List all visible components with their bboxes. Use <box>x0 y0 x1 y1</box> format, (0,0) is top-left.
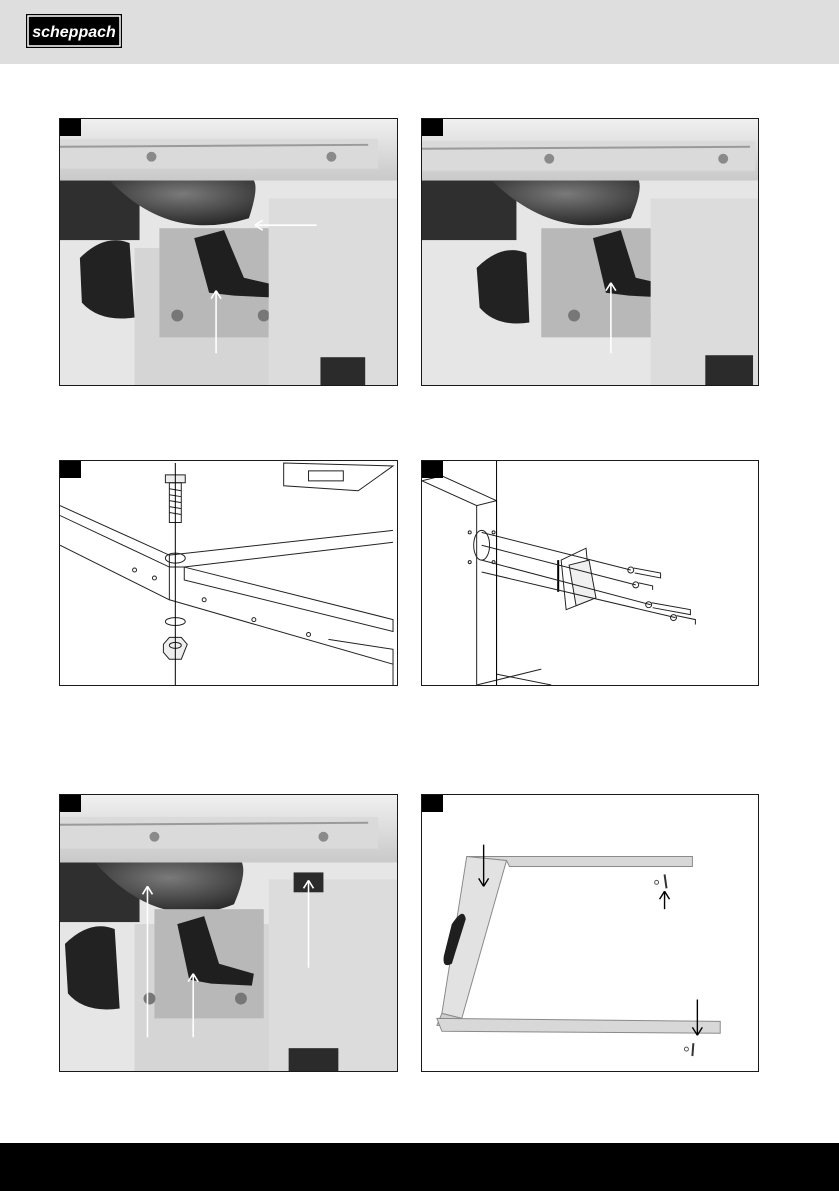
figure-5 <box>59 794 398 1072</box>
figure-2-photo <box>422 119 758 385</box>
figure-4-drawing <box>422 461 758 685</box>
figure-6 <box>421 794 759 1072</box>
scheppach-logo: scheppach <box>26 14 122 48</box>
figure-2 <box>421 118 759 386</box>
figure-number-tag <box>422 795 443 812</box>
figure-number-tag <box>422 119 443 136</box>
figure-1-photo <box>60 119 397 385</box>
page-footer <box>0 1143 839 1191</box>
figure-4 <box>421 460 759 686</box>
brand-name: scheppach <box>32 24 116 41</box>
figure-6-photo <box>422 795 758 1071</box>
figure-3-drawing <box>60 461 397 685</box>
figure-1 <box>59 118 398 386</box>
figure-5-photo <box>60 795 397 1071</box>
figure-3 <box>59 460 398 686</box>
figure-number-tag <box>422 461 443 478</box>
figure-number-tag <box>60 461 81 478</box>
figure-number-tag <box>60 795 81 812</box>
page-header: scheppach <box>0 0 839 64</box>
figure-number-tag <box>60 119 81 136</box>
